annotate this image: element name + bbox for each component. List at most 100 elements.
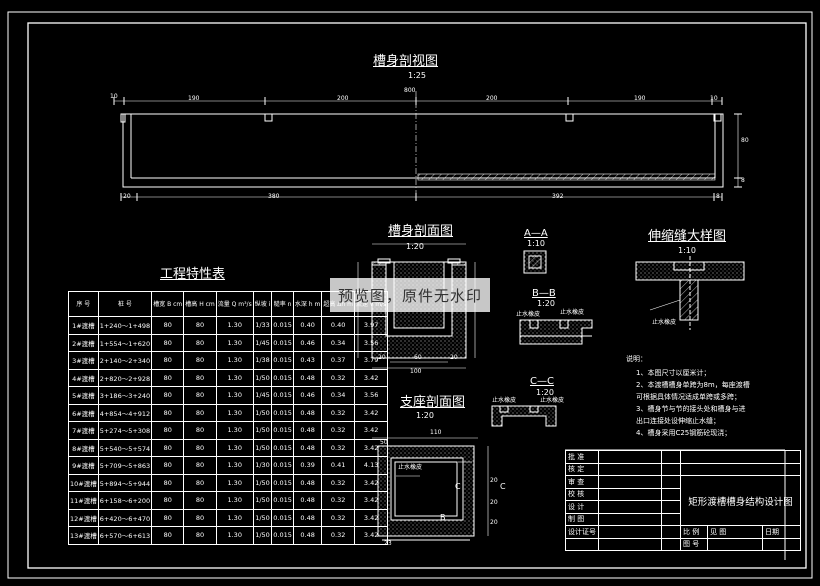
support-label: 止水橡皮 (398, 464, 423, 471)
table-cell: 1/50 (252, 473, 273, 492)
table-cell: 80 (151, 386, 185, 405)
tb-drawing-no-label: 图 号 (680, 537, 708, 551)
table-cell: 1.30 (215, 508, 254, 527)
table-cell: 1.30 (215, 491, 254, 510)
table-cell: 80 (183, 491, 217, 510)
table-cell: 0.43 (292, 351, 323, 370)
table-cell: 1+240～1+498 (97, 316, 153, 335)
table-cell: 1/50 (252, 421, 273, 440)
support-mark-c2: C (500, 482, 506, 491)
note-3: 可根据具体情况适成单跨或多跨； (636, 393, 741, 401)
table-cell: 0.48 (292, 403, 323, 422)
table-cell: 5+274～5+308 (97, 421, 153, 440)
notes-title: 说明： (626, 355, 647, 363)
table-cell: 6#渡槽 (68, 403, 99, 422)
table-cell: 3.42 (353, 491, 389, 510)
table-cell: 10#渡槽 (68, 473, 99, 492)
table-cell: 3.42 (353, 473, 389, 492)
support-dim-6: 23 (384, 540, 392, 547)
table-cell: 0.32 (321, 368, 355, 387)
table-cell: 4.13 (353, 456, 389, 475)
cross-dim-2: 60 (414, 354, 422, 361)
cc-label-1: 止水橡皮 (492, 397, 517, 404)
table-cell: 80 (151, 508, 185, 527)
table-cell: 0.48 (292, 526, 323, 545)
table-cell: 3.42 (353, 526, 389, 545)
table-cell: 1#渡槽 (68, 316, 99, 335)
longitudinal-view-title: 槽身剖视图 (373, 54, 439, 69)
table-cell: 0.48 (292, 491, 323, 510)
support-mark-c1: C (455, 482, 461, 491)
table-cell: 0.39 (292, 456, 323, 475)
table-cell: 1/30 (252, 456, 273, 475)
table-cell: 3.79 (353, 351, 389, 370)
table-cell: 0.48 (292, 368, 323, 387)
inner-border (27, 22, 807, 569)
joint-scale: 1:10 (678, 246, 696, 255)
table-cell: 0.48 (292, 421, 323, 440)
table-cell: 3.42 (353, 438, 389, 457)
support-dim-1: 110 (430, 429, 442, 436)
table-cell: 11#渡槽 (68, 491, 99, 510)
table-cell: 6+570～6+613 (97, 526, 153, 545)
section-cc-scale: 1:20 (536, 388, 554, 397)
table-cell: 80 (151, 438, 185, 457)
dim-bottom-4: 8 (716, 193, 720, 200)
support-dim-3: 20 (490, 477, 498, 484)
table-cell: 0.015 (271, 473, 294, 492)
table-cell: 3.42 (353, 403, 389, 422)
table-cell: 1.30 (215, 456, 254, 475)
cross-section-scale: 1:20 (406, 242, 424, 251)
table-cell: 0.32 (321, 473, 355, 492)
dim-top-4: 200 (486, 95, 498, 102)
table-cell: 0.015 (271, 491, 294, 510)
support-dim-4: 20 (490, 499, 498, 506)
table-cell: 1.30 (215, 386, 254, 405)
table-cell: 80 (151, 456, 185, 475)
table-cell: 0.40 (292, 316, 323, 335)
table-cell: 1.30 (215, 421, 254, 440)
table-cell: 1.30 (215, 316, 254, 335)
table-cell: 1.30 (215, 403, 254, 422)
tb-row-cert: 设计证号 (565, 525, 599, 539)
support-section-view (372, 437, 489, 541)
cross-dim-1: 100 (410, 368, 422, 375)
section-aa-view (523, 250, 547, 274)
table-cell: 4#渡槽 (68, 368, 99, 387)
table-cell: 8#渡槽 (68, 438, 99, 457)
table-cell: 1/50 (252, 508, 273, 527)
table-cell: 5+709～5+863 (97, 456, 153, 475)
table-cell: 7#渡槽 (68, 421, 99, 440)
table-cell: 1/50 (252, 491, 273, 510)
table-cell: 0.34 (321, 333, 355, 352)
table-cell: 1/33 (252, 316, 273, 335)
note-2: 2、本渡槽槽身单跨为8m，每座渡槽 (636, 381, 750, 389)
table-cell: 2#渡槽 (68, 333, 99, 352)
spec-header-2: 槽宽 B cm (151, 291, 185, 317)
table-cell: 1/50 (252, 403, 273, 422)
table-cell: 1.30 (215, 526, 254, 545)
section-bb-view (519, 319, 593, 345)
joint-label: 止水橡皮 (652, 319, 677, 326)
dim-right-2: 8 (741, 177, 745, 184)
table-cell: 80 (151, 403, 185, 422)
tb-row-draw: 制 图 (565, 512, 599, 526)
section-bb-title: B—B (532, 288, 556, 299)
note-6: 4、槽身采用C25钢筋砼现浇； (636, 429, 732, 437)
table-cell: 0.015 (271, 508, 294, 527)
tb-scale-label: 比 例 (680, 525, 708, 539)
spec-header-5: 纵坡 i (252, 291, 273, 317)
table-cell: 1/50 (252, 438, 273, 457)
bb-label-2: 止水橡皮 (560, 309, 585, 316)
outer-border (7, 11, 813, 579)
table-cell: 0.40 (321, 316, 355, 335)
tb-drawing-title: 矩形渡槽槽身结构设计图 (680, 475, 801, 526)
